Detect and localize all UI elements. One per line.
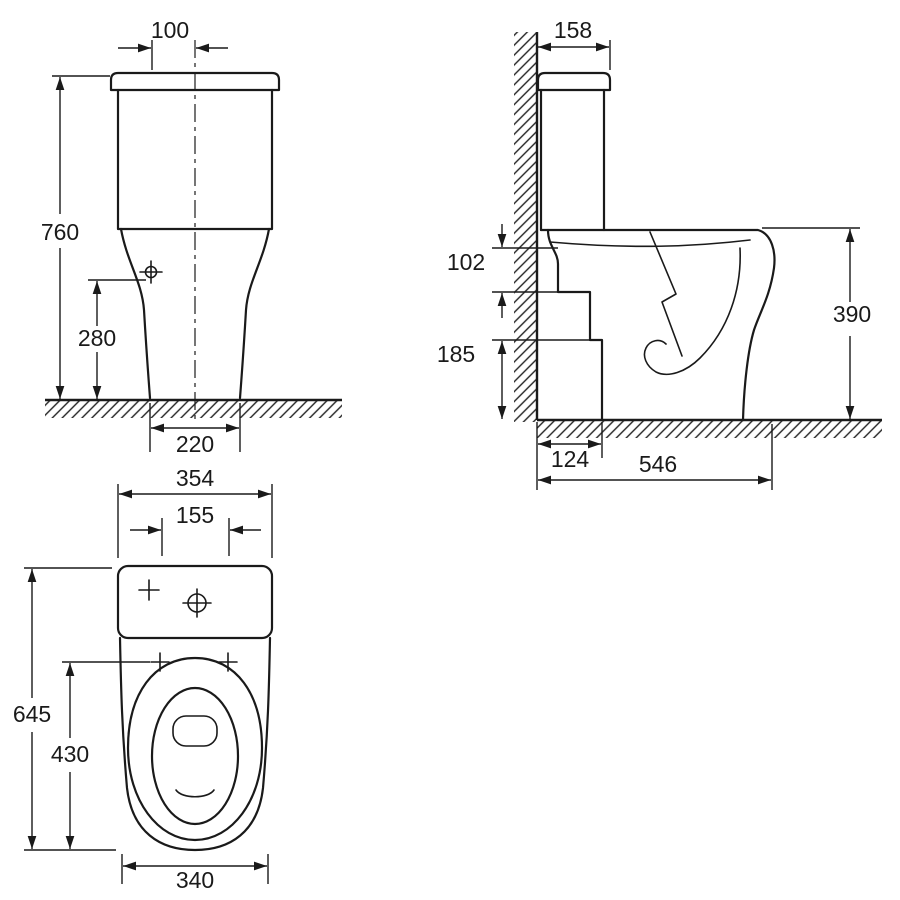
side-dim-outlet-height-label: 185 xyxy=(437,341,475,367)
side-dim-bowl-height-label: 390 xyxy=(833,301,871,327)
front-dim-inlet-height: 280 xyxy=(78,279,146,399)
side-dim-outlet-upper: 102 xyxy=(447,224,588,318)
front-dim-overall-height-label: 760 xyxy=(41,219,79,245)
plan-dim-fixing-centres-label: 155 xyxy=(176,502,214,528)
side-cistern-tank xyxy=(539,88,606,232)
front-fixing-cross xyxy=(139,260,163,284)
plan-dim-bowl-length: 430 xyxy=(51,661,150,849)
front-fixing-cross-circle xyxy=(144,265,158,279)
side-bowl-inner xyxy=(643,247,741,376)
side-cistern-lid xyxy=(536,71,612,92)
plan-dim-bowl-length-label: 430 xyxy=(51,741,89,767)
side-view: 158 102 185 390 124 xyxy=(437,17,882,490)
front-pedestal xyxy=(119,227,271,400)
side-pan-profile xyxy=(539,228,776,422)
side-back-outlet xyxy=(546,228,604,422)
side-dim-overall-depth-label: 546 xyxy=(639,451,677,477)
plan-tank-cross xyxy=(138,579,160,601)
front-view: 100 760 280 220 xyxy=(41,17,342,457)
plan-tank-inlet-mark xyxy=(182,588,212,618)
plan-seat-opening xyxy=(150,686,240,826)
plan-dim-overall-width: 354 xyxy=(117,465,273,558)
side-dim-outlet-setback-label: 124 xyxy=(551,446,590,472)
front-dim-base-width: 220 xyxy=(149,403,241,457)
front-dim-overall-height: 760 xyxy=(41,75,110,399)
side-dim-overall-depth: 546 xyxy=(538,424,773,490)
front-dim-top-width-label: 100 xyxy=(151,17,189,43)
plan-tank xyxy=(116,564,274,640)
side-dim-bowl-height: 390 xyxy=(762,227,871,419)
side-flush-stream xyxy=(649,231,683,357)
plan-seat-outer xyxy=(126,656,264,842)
side-dim-outlet-upper-label: 102 xyxy=(447,249,485,275)
plan-dim-overall-width-label: 354 xyxy=(176,465,215,491)
side-wall-hatch xyxy=(514,32,537,422)
plan-dim-base-width-label: 340 xyxy=(176,867,214,893)
side-ground-hatch xyxy=(537,421,882,438)
front-dim-inlet-height-label: 280 xyxy=(78,325,116,351)
side-seat-line xyxy=(549,239,751,248)
plan-flush-valve xyxy=(172,715,218,747)
side-dim-outlet-height: 185 xyxy=(437,339,600,419)
plan-dim-fixing-centres: 155 xyxy=(130,502,261,556)
front-cistern-lid xyxy=(109,71,281,92)
plan-view: 354 155 645 430 xyxy=(13,465,274,893)
side-dim-cistern-depth: 158 xyxy=(538,17,611,70)
front-dim-top-width: 100 xyxy=(118,17,228,70)
side-dim-cistern-depth-label: 158 xyxy=(554,17,592,43)
plan-water-arc xyxy=(175,789,215,798)
plan-dim-base-width: 340 xyxy=(121,854,269,893)
front-dim-base-width-label: 220 xyxy=(176,431,214,457)
front-cistern-tank xyxy=(116,88,274,231)
plan-dim-overall-depth: 645 xyxy=(13,567,116,851)
plan-pedestal-outline xyxy=(118,636,272,852)
front-ground-hatch xyxy=(45,401,342,418)
side-dim-outlet-setback: 124 xyxy=(538,422,603,472)
plan-dim-overall-depth-label: 645 xyxy=(13,701,51,727)
